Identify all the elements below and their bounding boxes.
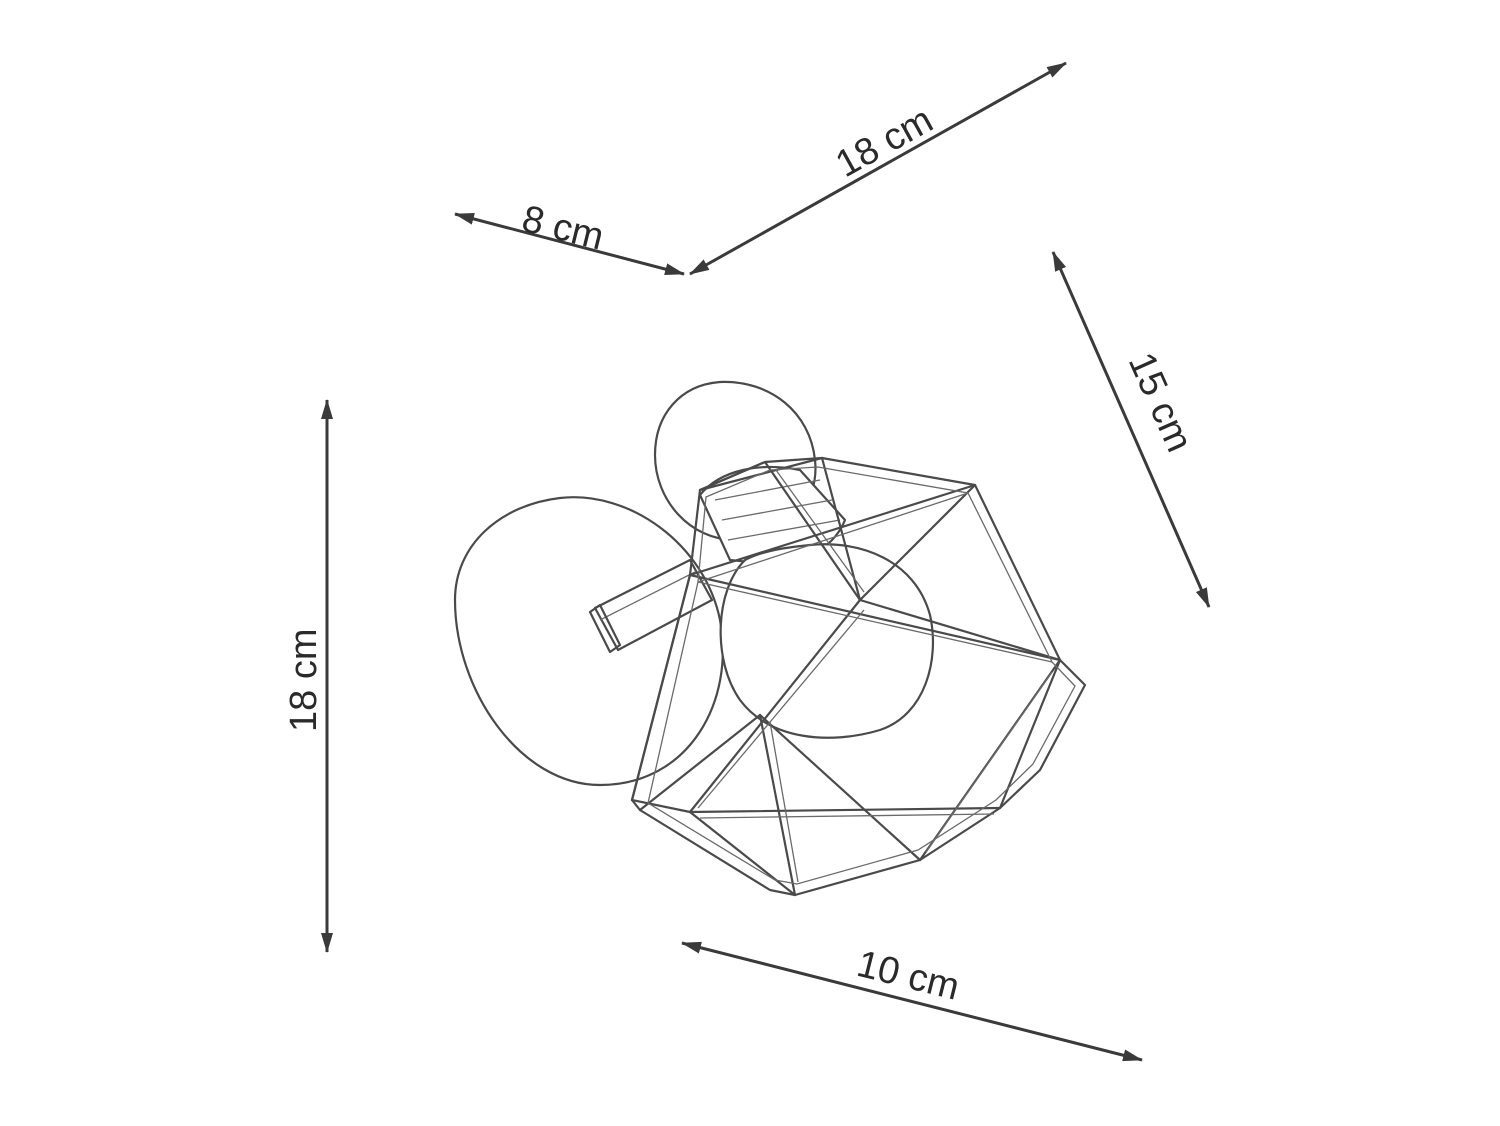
lamp-drawing: [453, 380, 1087, 897]
dim-depth-base-label: 8 cm: [518, 198, 608, 259]
arm: [593, 558, 714, 652]
dim-width-top-label: 18 cm: [829, 99, 940, 186]
dim-shade-diagonal: 15 cm: [1051, 251, 1211, 608]
cage-shade: [630, 456, 1087, 897]
dim-height: 18 cm: [283, 399, 333, 953]
dim-depth-base: 8 cm: [454, 198, 685, 276]
dim-width-top: 18 cm: [689, 61, 1067, 276]
wall-plate: [453, 496, 724, 787]
arm-end: [588, 603, 622, 654]
dim-shade-width-label: 10 cm: [853, 943, 964, 1009]
dim-shade-width: 10 cm: [681, 941, 1143, 1062]
dim-shade-diagonal-label: 15 cm: [1120, 347, 1200, 459]
dim-height-label: 18 cm: [283, 629, 325, 732]
